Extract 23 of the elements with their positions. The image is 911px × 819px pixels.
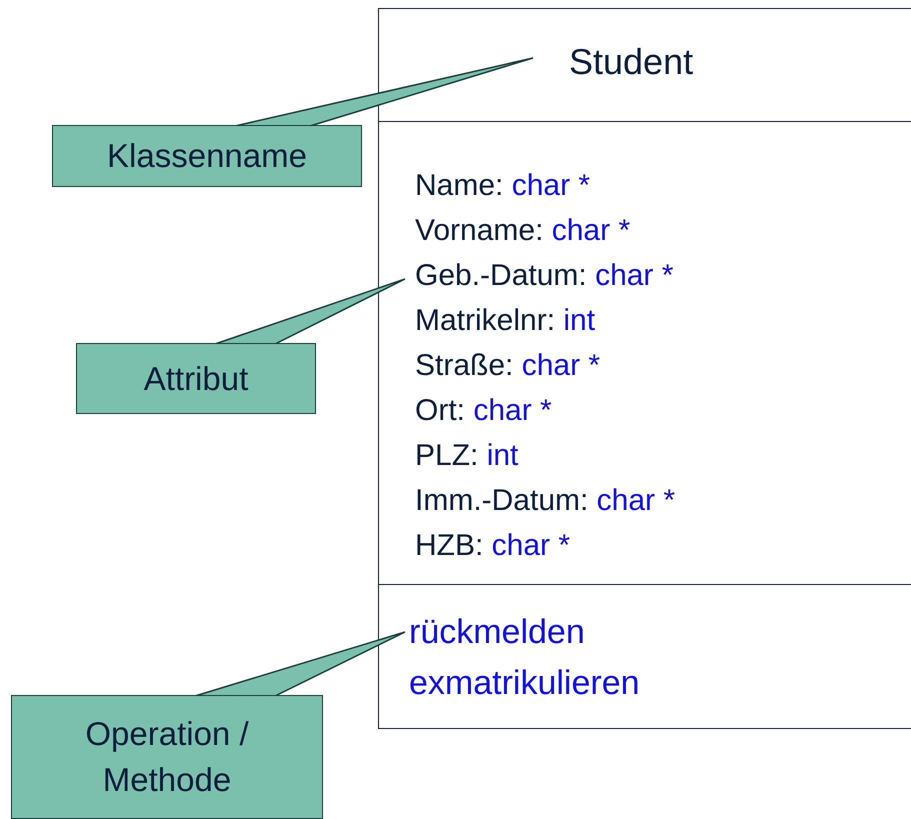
attribute-text: PLZ: int [415,439,518,473]
operation-text: exmatrikulieren [409,664,640,703]
callout-box [52,125,362,187]
class-compartment [378,121,911,585]
callout-pointer [194,631,406,697]
operation-text: rückmelden [409,613,585,652]
callout-text: Klassenname [106,136,308,176]
attribute-text: HZB: char * [415,529,570,563]
attribute-text: Name: char * [415,169,590,203]
class-name: Student [569,41,694,83]
callout-pointer [214,278,406,345]
attribute-text: Geb.-Datum: char * [415,259,674,293]
attribute-text: Ort: char * [415,394,552,428]
attribute-text: Imm.-Datum: char * [415,484,676,518]
class-compartment [378,584,911,729]
callout-text: Operation / Methode [84,714,250,800]
callout-pointer [234,57,534,127]
attribute-text: Matrikelnr: int [415,304,596,338]
class-compartment [378,8,911,122]
attribute-text: Straße: char * [415,349,600,383]
callout-text: Attribut [142,358,250,398]
callout-box [76,343,316,414]
attribute-text: Vorname: char * [415,214,630,248]
